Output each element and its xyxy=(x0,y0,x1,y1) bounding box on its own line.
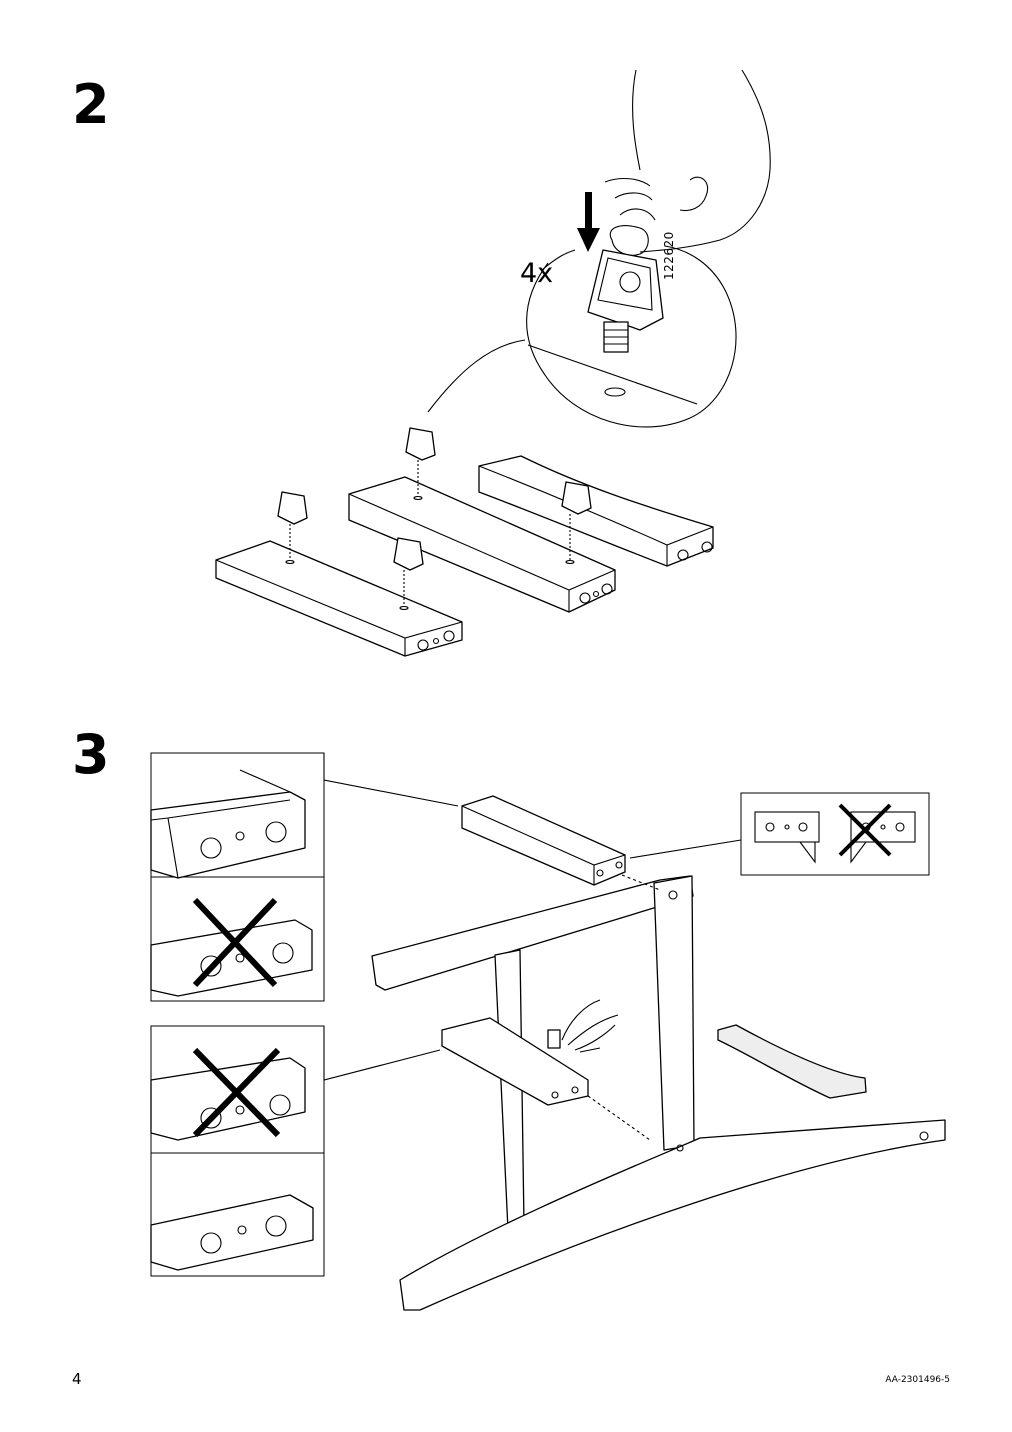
board-curved xyxy=(478,455,714,567)
step-2-number: 2 xyxy=(72,73,110,136)
page-number: 4 xyxy=(72,1370,82,1388)
board-middle xyxy=(348,476,616,613)
small-brackets xyxy=(277,427,592,606)
quantity-label: 4x xyxy=(520,258,554,289)
detail-frame-right xyxy=(629,792,930,876)
detail-frame-bottom-left xyxy=(150,1025,441,1277)
cross-icon xyxy=(838,803,892,857)
hand-illustration xyxy=(604,69,771,256)
document-code: AA-2301496-5 xyxy=(885,1375,950,1385)
step-3-illustration xyxy=(150,752,946,1311)
press-hand-icon xyxy=(547,999,619,1053)
down-arrow-icon xyxy=(577,192,600,252)
cross-icon xyxy=(192,1047,281,1138)
step-2-illustration xyxy=(215,69,771,657)
chair-frame xyxy=(371,795,946,1311)
board-left xyxy=(215,540,463,657)
part-number-label: 122620 xyxy=(662,231,676,280)
bracket-large xyxy=(587,249,664,353)
detail-frame-top-left xyxy=(150,752,459,1002)
detail-bubble xyxy=(427,245,737,428)
step-3-number: 3 xyxy=(72,723,110,786)
cross-icon xyxy=(192,897,278,988)
